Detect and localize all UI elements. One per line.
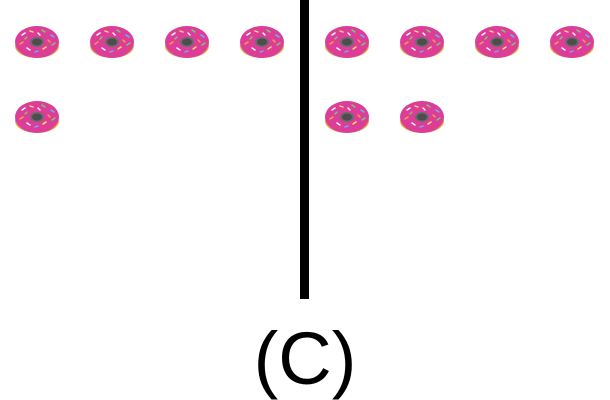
donut-icon	[397, 20, 447, 62]
donut-icon	[12, 20, 62, 62]
donut-icon	[87, 20, 137, 62]
option-label: (C)	[253, 317, 357, 400]
right-donut-group	[310, 0, 610, 300]
donut-icon	[12, 95, 62, 137]
donut-icon	[322, 20, 372, 62]
donut-icon	[547, 20, 597, 62]
donut-icon	[397, 95, 447, 137]
donut-icon	[472, 20, 522, 62]
donut-icon	[162, 20, 212, 62]
donut-icon	[322, 95, 372, 137]
left-donut-group	[0, 0, 300, 300]
donut-icon	[237, 20, 287, 62]
vertical-divider	[300, 0, 309, 299]
